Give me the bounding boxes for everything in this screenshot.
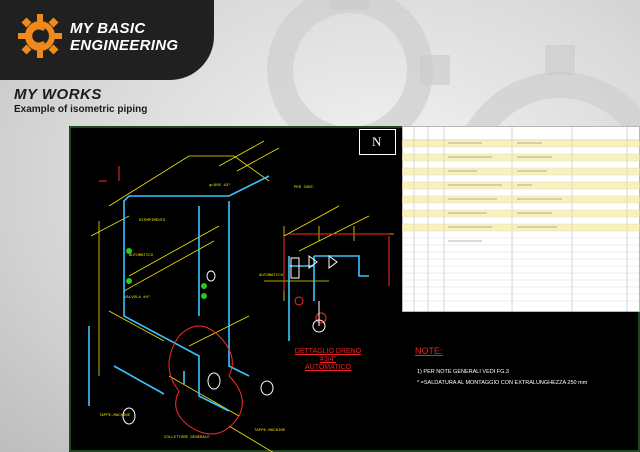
svg-text:AUTOMATICO: AUTOMATICO [129,254,154,258]
detail-title-line-2: AUTOMATICO [304,364,352,371]
brand-name: MY BASIC ENGINEERING [70,20,178,54]
section-subtitle: Example of isometric piping [14,104,148,115]
compass-letter: N [372,134,382,149]
svg-text:PER CONT.: PER CONT. [294,186,316,190]
detail-title: DETTAGLIO DRENO #3/4" AUTOMATICO [293,348,363,372]
isometric-drawing: RIEMPIMENTO AUTOMATICO VALVOLA #4" AUTOMAT… [69,126,640,452]
gear-logo-icon [18,14,62,58]
svg-text:TAPPE-MACHINE: TAPPE-MACHINE [254,429,286,433]
isometric-piping-lines: RIEMPIMENTO AUTOMATICO VALVOLA #4" AUTOMAT… [69,126,640,452]
svg-text:TAPPE-MACHINE: TAPPE-MACHINE [99,414,131,418]
brand-banner: MY BASIC ENGINEERING [0,0,214,80]
detail-title-line-1: DETTAGLIO DRENO #3/4" [294,348,362,363]
north-compass: N [359,129,396,155]
bom-grid [402,126,640,312]
brand-line-2: ENGINEERING [70,37,179,54]
notes-title: NOTE: [415,346,443,356]
svg-text:AUTOMATICO: AUTOMATICO [259,274,284,278]
svg-text:φ=905 43": φ=905 43" [209,183,231,188]
bill-of-materials-table [402,126,640,312]
brand-line-1: MY BASIC [70,20,146,37]
section-title: MY WORKS [14,86,102,103]
note-1: 1) PER NOTE GENERALI VEDI FG.3 [417,369,509,375]
svg-text:RIEMPIMENTO: RIEMPIMENTO [139,219,166,223]
svg-text:COLLETTORE GENERALE: COLLETTORE GENERALE [164,436,210,440]
note-2: * =SALDATURA AL MONTAGGIO CON EXTRALUNGH… [417,380,588,386]
svg-text:VALVOLA #4": VALVOLA #4" [124,295,150,300]
